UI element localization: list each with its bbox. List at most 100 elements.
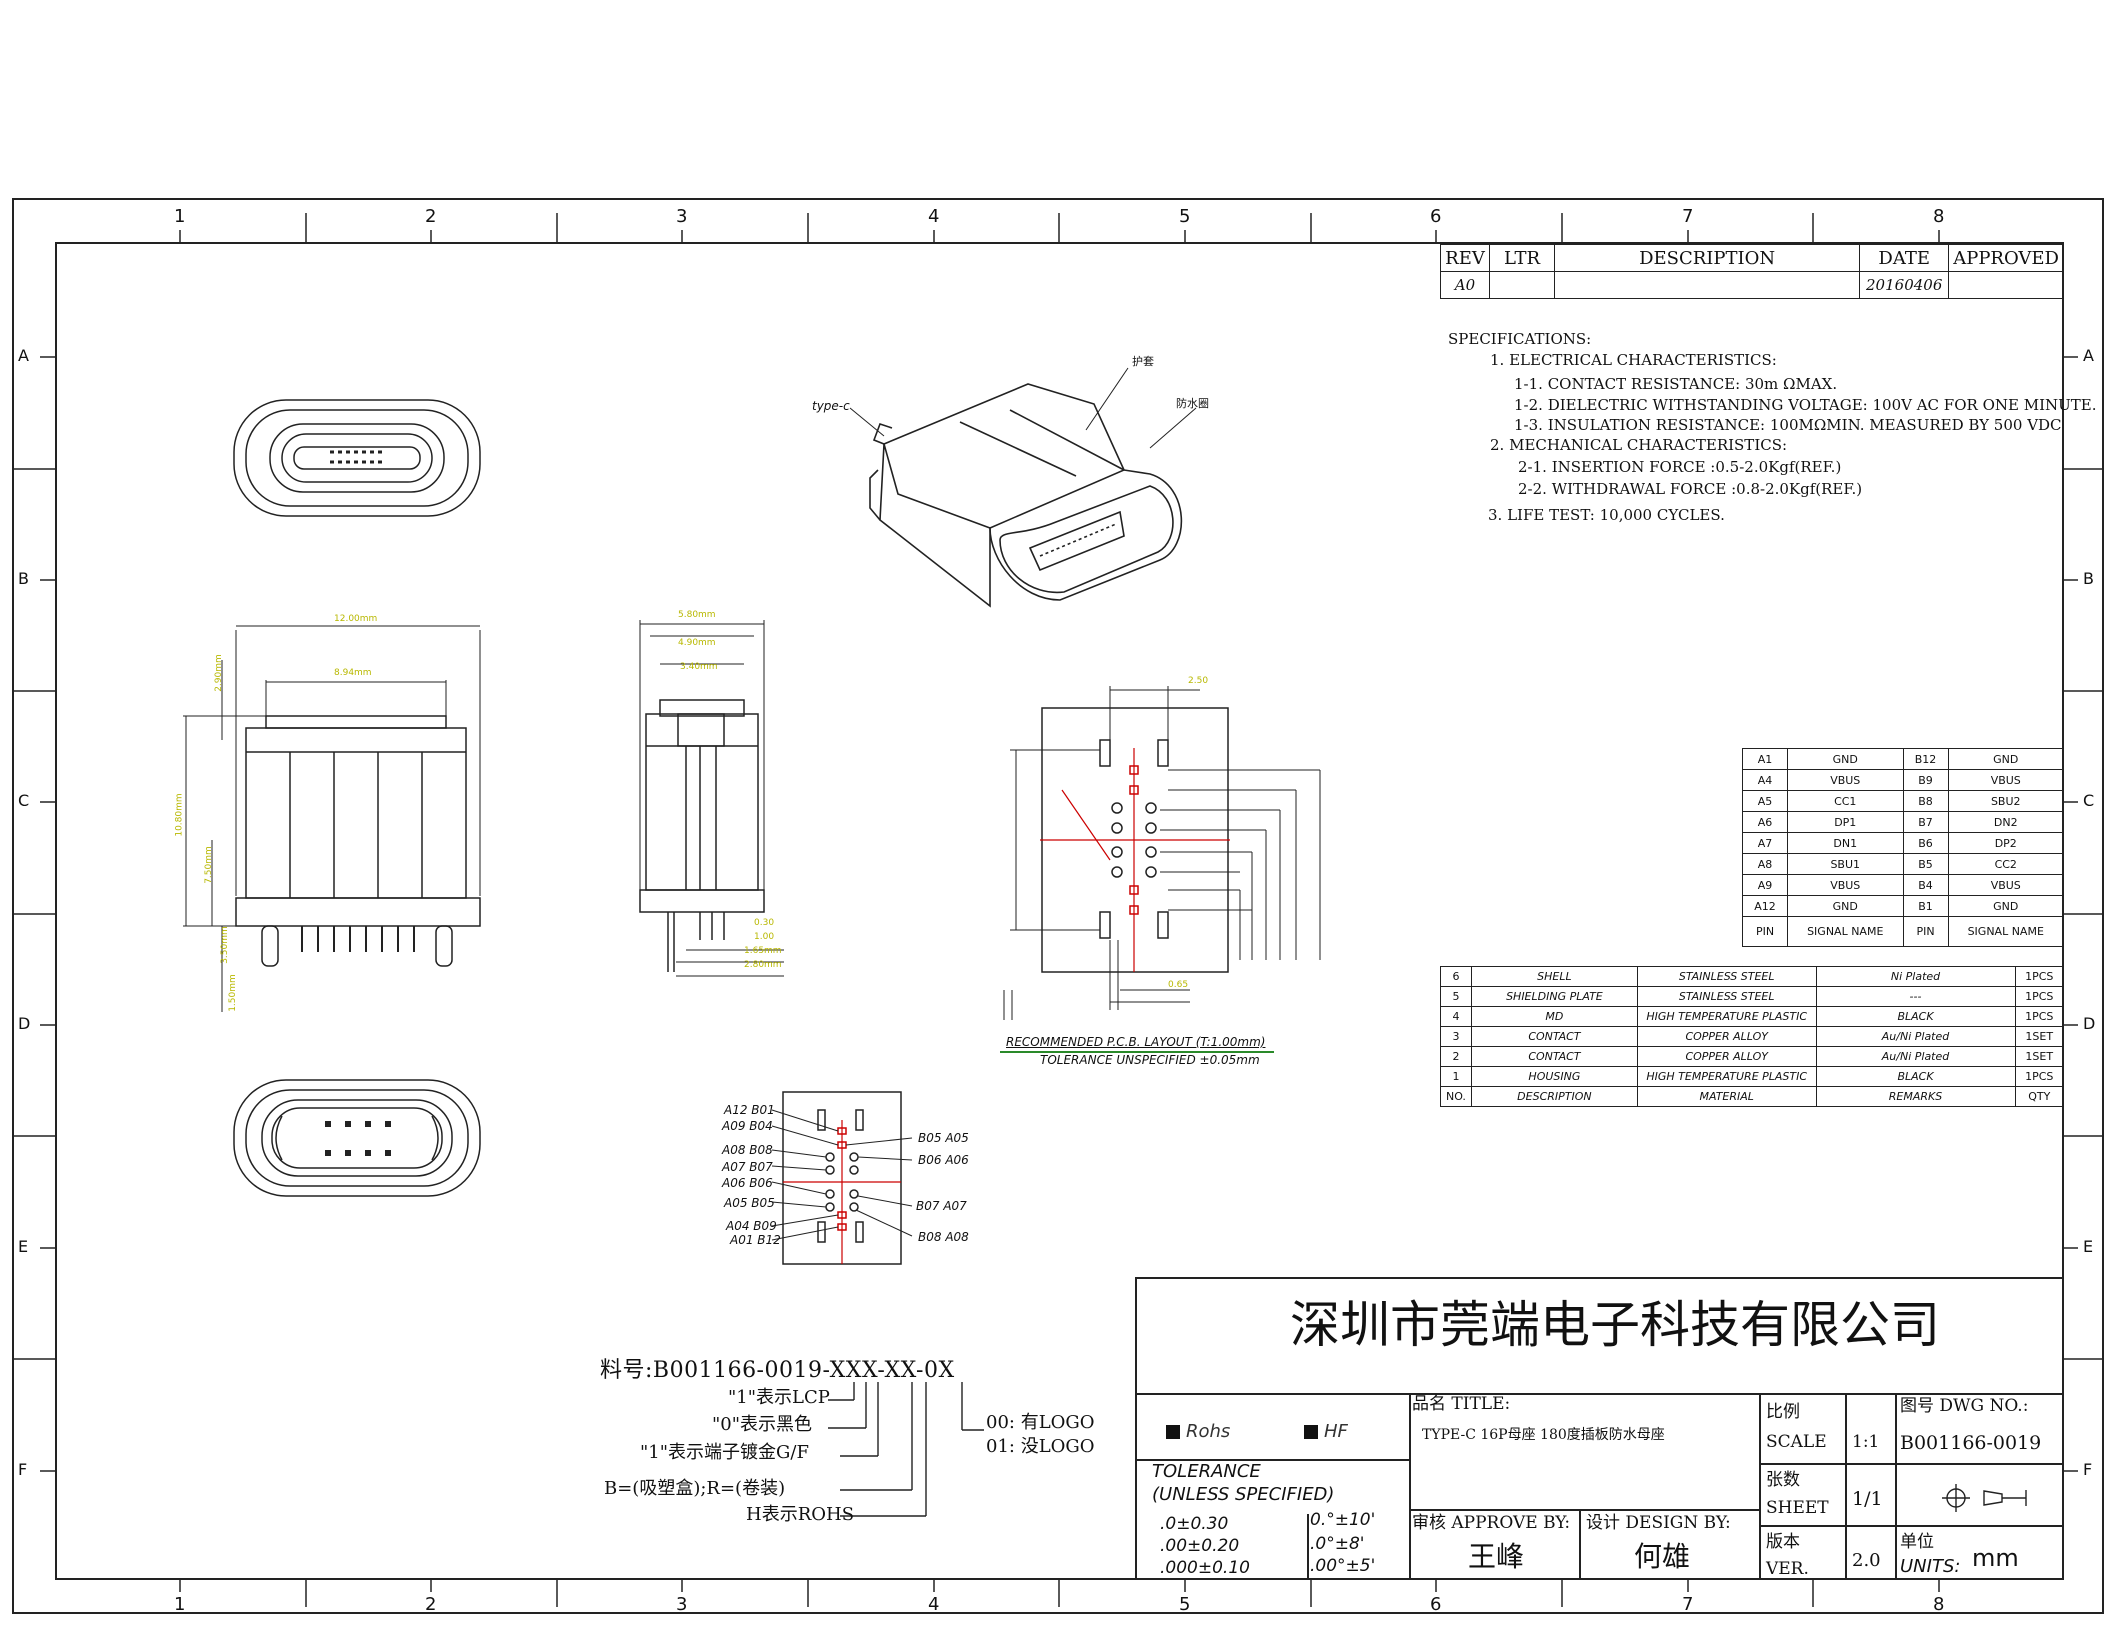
pin-table-cell: GND [1947, 748, 2064, 770]
bom-cell: 1PCS [2014, 986, 2065, 1007]
version-value: 2.0 [1852, 1550, 1881, 1571]
frame-row-label: F [2083, 1460, 2093, 1479]
frame-row-label: B [2083, 569, 2094, 588]
bom-cell: 1 [1440, 1066, 1472, 1087]
spec-heading: SPECIFICATIONS: [1448, 330, 1592, 348]
pin-table-cell: A1 [1742, 748, 1788, 770]
spec-line: 1-3. INSULATION RESISTANCE: 100MΩMIN. ME… [1514, 416, 2062, 434]
pin-table-cell: DP1 [1787, 811, 1904, 833]
date-value: 20160406 [1859, 271, 1950, 299]
frame-row-label: F [18, 1460, 28, 1479]
bom-cell: 1PCS [2014, 1006, 2065, 1027]
frame-row-label: D [2083, 1014, 2096, 1033]
pin-label: A01 B12 [730, 1233, 781, 1247]
pin-table-cell: B4 [1902, 874, 1949, 896]
frame-row-label: E [2083, 1237, 2094, 1256]
units-label: UNITS: [1900, 1556, 1961, 1577]
version-label: VER. [1766, 1559, 1809, 1579]
pin-label: A05 B05 [724, 1196, 775, 1210]
pinout-diagram [771, 1091, 913, 1265]
bom-cell: 1PCS [2014, 1066, 2065, 1087]
sheet-label: SHEET [1766, 1498, 1829, 1518]
bom-cell: HOUSING [1470, 1066, 1638, 1087]
units-label-cn: 单位 [1900, 1532, 1934, 1552]
tolerance-linear: .000±0.10 [1160, 1558, 1250, 1578]
dim-label: 0.30 [754, 918, 775, 928]
pin-table-cell: SIGNAL NAME [1947, 916, 2064, 947]
pin-table-cell: B12 [1902, 748, 1949, 770]
dim-label: 1.00 [754, 932, 775, 942]
pin-label: A08 B08 [722, 1143, 773, 1157]
side-view-profile [639, 620, 784, 977]
bom-cell: 3 [1440, 1026, 1472, 1047]
side-view-front [183, 625, 481, 1012]
dim-label: 3.40mm [680, 662, 718, 672]
pin-table-cell: CC2 [1947, 853, 2064, 875]
dim-label: 4.90mm [678, 638, 716, 648]
front-view-top [233, 399, 481, 517]
bom-cell: SHIELDING PLATE [1470, 986, 1638, 1007]
pcb-layout-title: RECOMMENDED P.C.B. LAYOUT (T:1.00mm) [1006, 1035, 1266, 1049]
frame-col-label: 7 [1682, 1594, 1694, 1615]
frame-col-label: 1 [174, 206, 186, 227]
title-value: TYPE-C 16P母座 180度插板防水母座 [1422, 1427, 1665, 1443]
dim-label: 12.00mm [334, 614, 378, 624]
pin-table-cell: VBUS [1787, 769, 1904, 791]
frame-row-label: C [2083, 791, 2095, 810]
pin-table-cell: PIN [1742, 916, 1788, 947]
bom-cell: SHELL [1470, 966, 1638, 987]
pin-table-cell: SBU1 [1787, 853, 1904, 875]
pin-table-cell: VBUS [1787, 874, 1904, 896]
dim-label: 1.65mm [744, 946, 782, 956]
bom-cell: CONTACT [1470, 1026, 1638, 1047]
pin-table-cell: VBUS [1947, 769, 2064, 791]
tolerance-linear: .0±0.30 [1160, 1514, 1229, 1534]
sheet-label-cn: 张数 [1766, 1470, 1800, 1490]
partno-option: B=(吸塑盒);R=(卷装) [604, 1478, 786, 1499]
pin-table-cell: GND [1787, 895, 1904, 917]
description-value [1553, 271, 1861, 299]
pin-table-cell: A4 [1742, 769, 1788, 791]
designer-name: 何雄 [1634, 1540, 1691, 1573]
bom-cell: BLACK [1815, 1066, 2016, 1087]
hf-label: HF [1324, 1421, 1348, 1442]
design-label: 设计 DESIGN BY: [1586, 1513, 1731, 1533]
date-header: DATE [1859, 244, 1950, 272]
ltr-value [1489, 271, 1555, 299]
tolerance-angular: .0°±8' [1310, 1534, 1365, 1554]
spec-line: 1-2. DIELECTRIC WITHSTANDING VOLTAGE: 10… [1514, 396, 2097, 414]
dim-label: 1.50mm [227, 974, 238, 1012]
dim-label: 8.94mm [334, 668, 372, 678]
title-label: 品名 TITLE: [1412, 1394, 1511, 1414]
pin-table-cell: DN2 [1947, 811, 2064, 833]
approved-value [1948, 271, 2064, 299]
bom-cell: Au/Ni Plated [1815, 1046, 2016, 1067]
tolerance-subtitle: (UNLESS SPECIFIED) [1152, 1484, 1335, 1505]
pcb-layout [1000, 686, 1321, 1053]
approved-header: APPROVED [1948, 244, 2064, 272]
pin-table-cell: VBUS [1947, 874, 2064, 896]
frame-col-label: 1 [174, 1594, 186, 1615]
pin-table-cell: B1 [1902, 895, 1949, 917]
rohs-marker [1166, 1425, 1180, 1439]
type-c-label: type-c [812, 399, 850, 413]
dim-label: 2.80mm [744, 960, 782, 970]
bom-cell: --- [1815, 986, 2016, 1007]
spec-line: 2. MECHANICAL CHARACTERISTICS: [1490, 436, 1788, 454]
bom-cell: 5 [1440, 986, 1472, 1007]
tolerance-angular: 0.°±10' [1310, 1510, 1376, 1530]
version-label-cn: 版本 [1766, 1532, 1800, 1552]
frame-col-label: 8 [1933, 1594, 1945, 1615]
rev-header: REV [1440, 244, 1490, 272]
bom-cell: 1SET [2014, 1026, 2065, 1047]
revision-table: REV LTR DESCRIPTION DATE APPROVED A0 201… [1440, 244, 2064, 299]
frame-col-label: 3 [676, 1594, 688, 1615]
